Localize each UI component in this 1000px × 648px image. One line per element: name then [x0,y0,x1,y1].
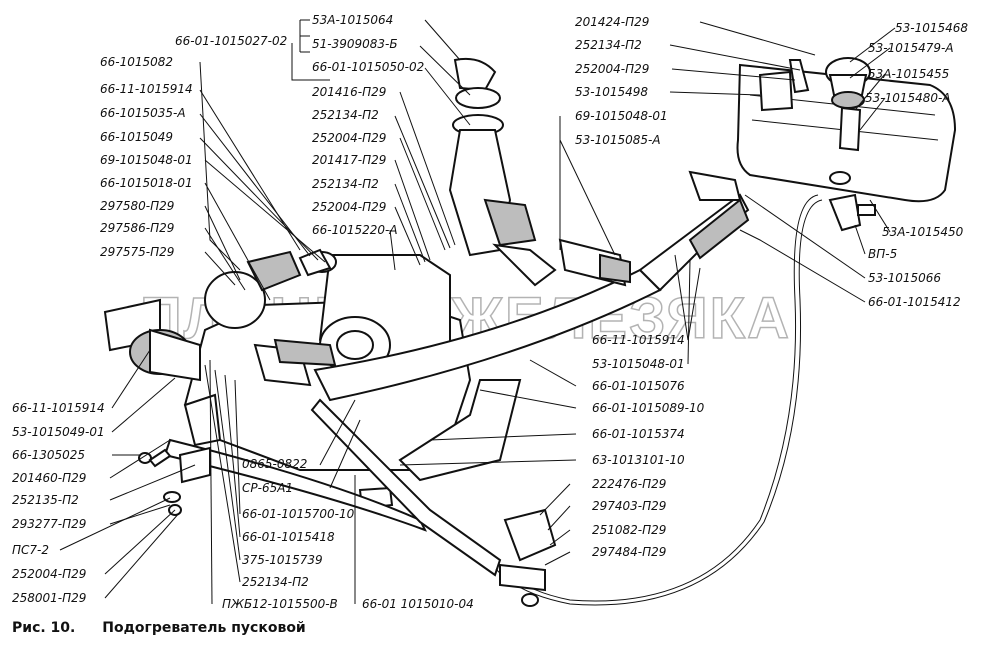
figure-caption: Рис. 10. Подогреватель пусковой [12,620,328,636]
callout-label: 53А-1015450 [882,225,964,239]
callout-label: 53-1015498 [575,85,648,99]
callout-label: 66-01-1015700-10 [242,507,355,521]
heater-assembly-drawing [103,57,957,607]
callout-label: 66-01-1015050-02 [312,60,424,74]
callout-label: 53А-1015455 [868,67,949,81]
callout-label: 66-11-1015914 [100,82,193,96]
callout-label: 251082-П29 [592,523,666,537]
callout-label: 66-01-1015412 [868,295,961,309]
callout-label: 297403-П29 [592,499,666,513]
callout-label: 66-01-1015374 [592,427,685,441]
callout-label: 375-1015739 [242,553,323,567]
callout-label: 53-1015085-А [575,133,661,147]
callout-label: 53-1015049-01 [12,425,105,439]
callout-label: 66-1015049 [100,130,173,144]
callout-label: 252135-П2 [12,493,79,507]
callout-label: 66-11-1015914 [592,333,685,347]
callout-label: 53-1015066 [868,271,941,285]
callout-label: 252134-П2 [312,177,379,191]
callout-label: 66-01-1015076 [592,379,685,393]
callout-label: 258001-П29 [12,591,86,605]
callout-label: ПС7-2 [12,543,49,557]
callout-label: 66-1015035-А [100,106,186,120]
figure-title: Подогреватель пусковой [102,620,306,636]
callout-label: 66-01-1015418 [242,530,335,544]
callout-label: 201460-П29 [12,471,86,485]
callout-label: 201424-П29 [575,15,649,29]
callout-label: ПЖБ12-1015500-В [222,597,338,611]
callout-label: 51-3909083-Б [312,37,398,51]
callout-label: 0865-0822 [242,457,307,471]
callout-label: 297575-П29 [100,245,174,259]
callout-label: 252004-П29 [312,131,386,145]
callout-label: 252134-П2 [242,575,309,589]
callout-labels: 66-01-1015027-02 53А-1015064 51-3909083-… [12,13,968,611]
callout-label: 252004-П29 [312,200,386,214]
callout-label: 297484-П29 [592,545,666,559]
callout-label: 66-1015220-А [312,223,398,237]
callout-label: 66-1015018-01 [100,176,193,190]
callout-label: 201417-П29 [312,153,386,167]
callout-label: 297580-П29 [100,199,174,213]
callout-label: 66-11-1015914 [12,401,105,415]
callout-label: 66-01-1015089-10 [592,401,705,415]
callout-label: 293277-П29 [12,517,86,531]
callout-label: 53-1015048-01 [592,357,685,371]
callout-label: 252134-П2 [575,38,642,52]
figure-number: Рис. 10. [12,620,76,636]
callout-label: 53А-1015064 [312,13,393,27]
callout-label: 53-1015468 [895,21,968,35]
callout-label: ВП-5 [868,247,897,261]
callout-label: 53-1015480-А [865,91,951,105]
callout-label: 201416-П29 [312,85,386,99]
callout-label: 252134-П2 [312,108,379,122]
callout-label: 66-1305025 [12,448,85,462]
callout-label: СР-65А1 [242,481,293,495]
callout-label: 69-1015048-01 [100,153,193,167]
callout-label: 252004-П29 [12,567,86,581]
callout-label: 53-1015479-А [868,41,954,55]
callout-label: 69-1015048-01 [575,109,668,123]
callout-label: 66-01-1015027-02 [175,34,287,48]
callout-label: 63-1013101-10 [592,453,685,467]
callout-label: 252004-П29 [575,62,649,76]
callout-label: 66-1015082 [100,55,173,69]
leader-lines [59,19,896,605]
callout-label: 66-01 1015010-04 [362,597,474,611]
callout-label: 222476-П29 [592,477,666,491]
callout-label: 297586-П29 [100,221,174,235]
